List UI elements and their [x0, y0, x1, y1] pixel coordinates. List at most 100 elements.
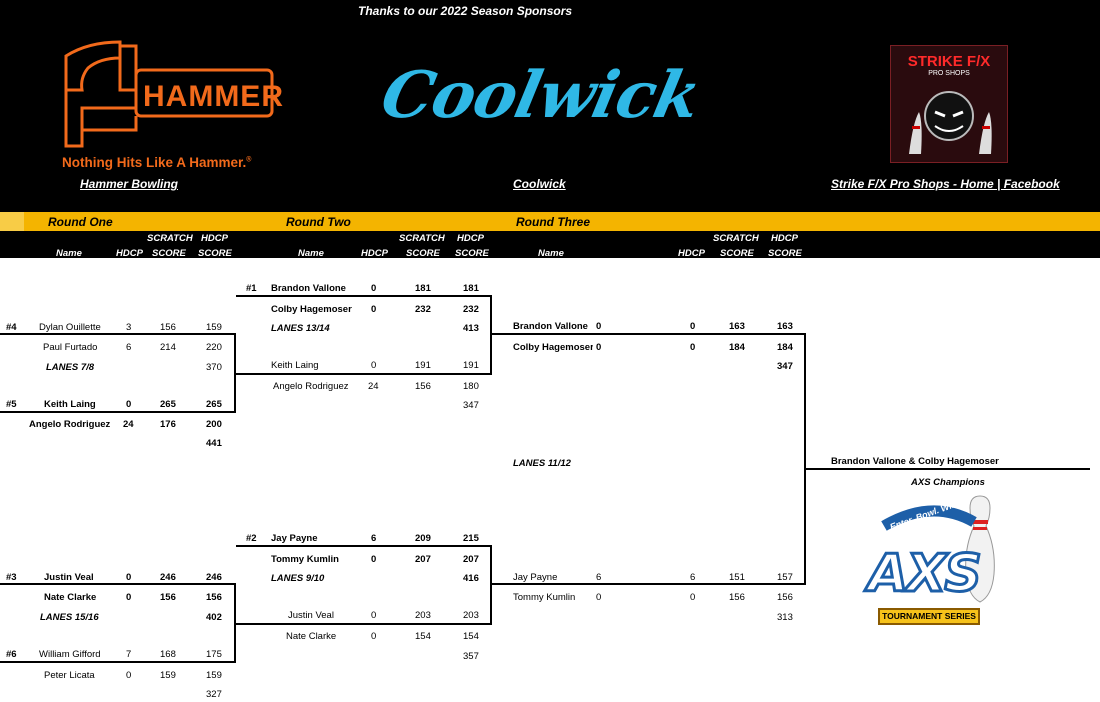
- team-total: 313: [777, 612, 793, 623]
- bowler-name[interactable]: Brandon Vallone: [513, 321, 588, 332]
- scratch-score: 246: [160, 572, 176, 583]
- team-total: 416: [463, 573, 479, 584]
- r1-scratch-head: SCRATCH: [147, 233, 193, 244]
- team-total: 357: [463, 651, 479, 662]
- hammer-wordmark: HAMMER: [143, 80, 284, 113]
- strike-fx-link[interactable]: Strike F/X Pro Shops - Home | Facebook: [831, 177, 1060, 191]
- scratch-score: 209: [415, 533, 431, 544]
- column-header: SCRATCH HDCP Name HDCP SCORE SCORE SCRAT…: [0, 231, 1100, 259]
- lanes-label: LANES 15/16: [40, 612, 99, 623]
- scratch-score: 168: [160, 649, 176, 660]
- bowler-name[interactable]: Angelo Rodriguez: [29, 419, 111, 430]
- round-bar-accent: [0, 212, 24, 231]
- strike-logo-title: STRIKE F/X: [907, 53, 991, 70]
- r2-connector: [490, 545, 492, 625]
- bowling-ball-pins-icon: [909, 91, 992, 154]
- bowler-name[interactable]: Jay Payne: [513, 572, 558, 583]
- hdcp-value: 0: [371, 554, 377, 565]
- bowler-name[interactable]: Brandon Vallone: [271, 283, 346, 294]
- scratch-score: 156: [415, 381, 431, 392]
- hdcp-score: 215: [463, 533, 479, 544]
- bowler-name[interactable]: Nate Clarke: [44, 592, 97, 603]
- scratch-score: 156: [160, 322, 176, 333]
- bowler-name[interactable]: Tommy Kumlin: [271, 554, 339, 565]
- scratch-score: 184: [729, 342, 745, 353]
- hdcp-value: 3: [126, 322, 132, 333]
- round-three-label: Round Three: [516, 215, 590, 229]
- hdcp-score: 156: [206, 592, 222, 603]
- axs-banner: TOURNAMENT SERIES: [878, 608, 980, 625]
- scratch-score: 207: [415, 554, 431, 565]
- bowler-name[interactable]: Jay Payne: [271, 533, 318, 544]
- lanes-label: LANES 11/12: [513, 458, 571, 469]
- bowler-name[interactable]: William Gifford: [39, 649, 101, 660]
- seed-label: #6: [6, 649, 17, 660]
- bowler-name[interactable]: Peter Licata: [44, 670, 95, 681]
- hdcp-score: 203: [463, 610, 479, 621]
- bowler-name[interactable]: Angelo Rodriguez: [273, 381, 349, 392]
- scratch-score: 203: [415, 610, 431, 621]
- bowler-name[interactable]: Colby Hagemoser: [513, 342, 593, 353]
- hdcp-score: 191: [463, 360, 479, 371]
- hdcp-score: 156: [777, 592, 793, 603]
- hdcp-score: 207: [463, 554, 479, 565]
- hdcp-value: 0: [126, 592, 132, 603]
- r3-hdcp-head-top: HDCP: [771, 233, 798, 244]
- bowler-name[interactable]: Justin Veal: [44, 572, 94, 583]
- bowler-name[interactable]: Nate Clarke: [286, 631, 337, 642]
- coolwick-link[interactable]: Coolwick: [513, 177, 566, 191]
- r1-score-head-2: SCORE: [198, 248, 232, 259]
- hammer-tagline-text: Nothing Hits Like A Hammer.: [62, 155, 247, 170]
- r3-name-head: Name: [538, 248, 564, 259]
- bowler-name[interactable]: Tommy Kumlin: [513, 592, 576, 603]
- seed-label: #1: [246, 283, 257, 294]
- hdcp-score: 163: [777, 321, 793, 332]
- hdcp-value: 0: [126, 572, 132, 583]
- bowler-name[interactable]: Keith Laing: [271, 360, 319, 371]
- hdcp-value: 6: [371, 533, 377, 544]
- hdcp-value: 24: [368, 381, 379, 392]
- r3-line: [492, 333, 806, 335]
- hdcp-value: 0: [596, 321, 602, 332]
- r1-hdcp-head-top: HDCP: [201, 233, 228, 244]
- bowler-name[interactable]: Dylan Ouillette: [39, 322, 101, 333]
- r2-score-head: SCORE: [406, 248, 440, 259]
- hdcp-value: 0: [371, 610, 377, 621]
- scratch-score: 181: [415, 283, 431, 294]
- coolwick-logo: Coolwick: [375, 58, 707, 133]
- hdcp-value: 0: [126, 670, 132, 681]
- hdcp-score: 180: [463, 381, 479, 392]
- bowler-name[interactable]: Paul Furtado: [43, 342, 98, 353]
- hdcp-value: 24: [123, 419, 134, 430]
- r2-score-head-2: SCORE: [455, 248, 489, 259]
- hdcp-value: 6: [690, 572, 696, 583]
- hammer-bowling-link[interactable]: Hammer Bowling: [80, 177, 179, 191]
- r2-line: [236, 295, 492, 297]
- sponsors-title: Thanks to our 2022 Season Sponsors: [358, 4, 573, 18]
- scratch-score: 154: [415, 631, 431, 642]
- hdcp-score: 175: [206, 649, 222, 660]
- r2-hdcp-head-top: HDCP: [457, 233, 484, 244]
- team-total: 327: [206, 689, 222, 700]
- seed-label: #2: [246, 533, 257, 544]
- r1-line: [0, 333, 236, 335]
- seed-label: #3: [6, 572, 17, 583]
- scratch-score: 191: [415, 360, 431, 371]
- champion-names: Brandon Vallone & Colby Hagemoser: [831, 456, 999, 467]
- hdcp-value: 0: [371, 631, 377, 642]
- bowler-name[interactable]: Keith Laing: [44, 399, 96, 410]
- hdcp-value: 0: [596, 342, 602, 353]
- champions-title: AXS Champions: [911, 477, 985, 488]
- hammer-tagline: Nothing Hits Like A Hammer.®: [62, 155, 251, 170]
- hdcp-value: 0: [596, 592, 602, 603]
- r2-name-head: Name: [298, 248, 324, 259]
- hdcp-value: 0: [371, 283, 377, 294]
- strike-fx-logo: STRIKE F/X PRO SHOPS: [890, 45, 1008, 163]
- bowler-name[interactable]: Justin Veal: [288, 610, 334, 621]
- hdcp-score: 159: [206, 322, 222, 333]
- team-total: 441: [206, 438, 222, 449]
- bowler-name[interactable]: Colby Hagemoser: [271, 304, 352, 315]
- scratch-score: 151: [729, 572, 745, 583]
- hammer-head-icon: [64, 40, 274, 148]
- r2-connector: [490, 295, 492, 375]
